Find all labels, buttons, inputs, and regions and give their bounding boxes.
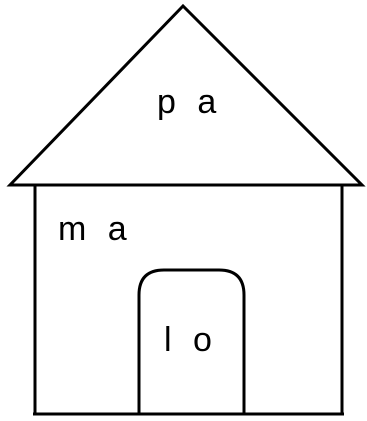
door-syllable: l o [164, 321, 218, 359]
door [137, 268, 246, 414]
roof-syllable: p a [157, 83, 222, 121]
wall-syllable: m a [58, 210, 133, 248]
roof-triangle [6, 3, 366, 187]
